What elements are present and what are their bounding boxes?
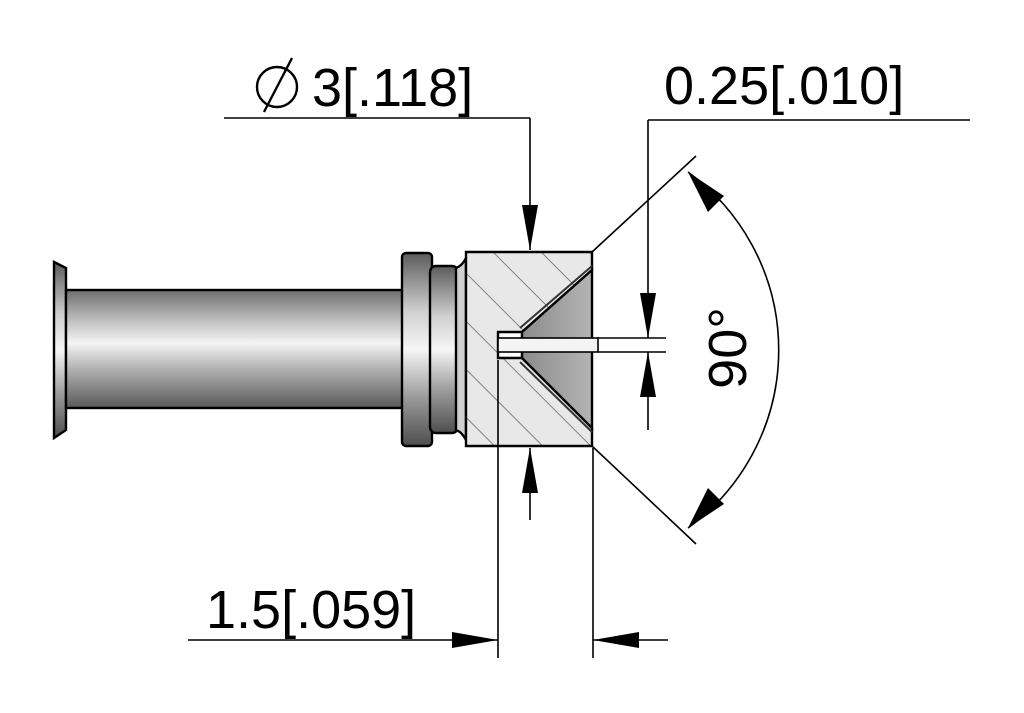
center-slit: [497, 337, 599, 353]
end-cap: [52, 260, 68, 441]
depth-label: 1.5[.059]: [206, 580, 416, 640]
arrowhead: [688, 488, 724, 528]
dimension-depth: 1.5[.059]: [188, 360, 668, 658]
arrowhead: [522, 448, 538, 493]
flange: [400, 251, 434, 448]
dimension-diameter: 3[.118]: [224, 57, 538, 520]
diameter-label: 3[.118]: [312, 58, 473, 118]
chamfer-edge-top: [519, 265, 593, 329]
neck-groove: [454, 257, 468, 441]
arrowhead: [640, 293, 656, 338]
shaft: [64, 288, 408, 410]
arrowhead: [593, 632, 639, 648]
diameter-icon: [255, 57, 299, 113]
dimension-angle: 90°: [591, 155, 780, 545]
arrowhead: [522, 205, 538, 250]
arrowhead: [452, 632, 498, 648]
nozzle-part: [52, 250, 599, 448]
flange-ring: [428, 264, 460, 435]
angle-label: 90°: [698, 307, 758, 389]
dimension-gap: 0.25[.010]: [598, 56, 970, 430]
gap-label: 0.25[.010]: [664, 56, 904, 116]
arrowhead: [640, 352, 656, 397]
arrowhead: [688, 172, 724, 212]
chamfer-edge-bottom: [519, 361, 593, 433]
